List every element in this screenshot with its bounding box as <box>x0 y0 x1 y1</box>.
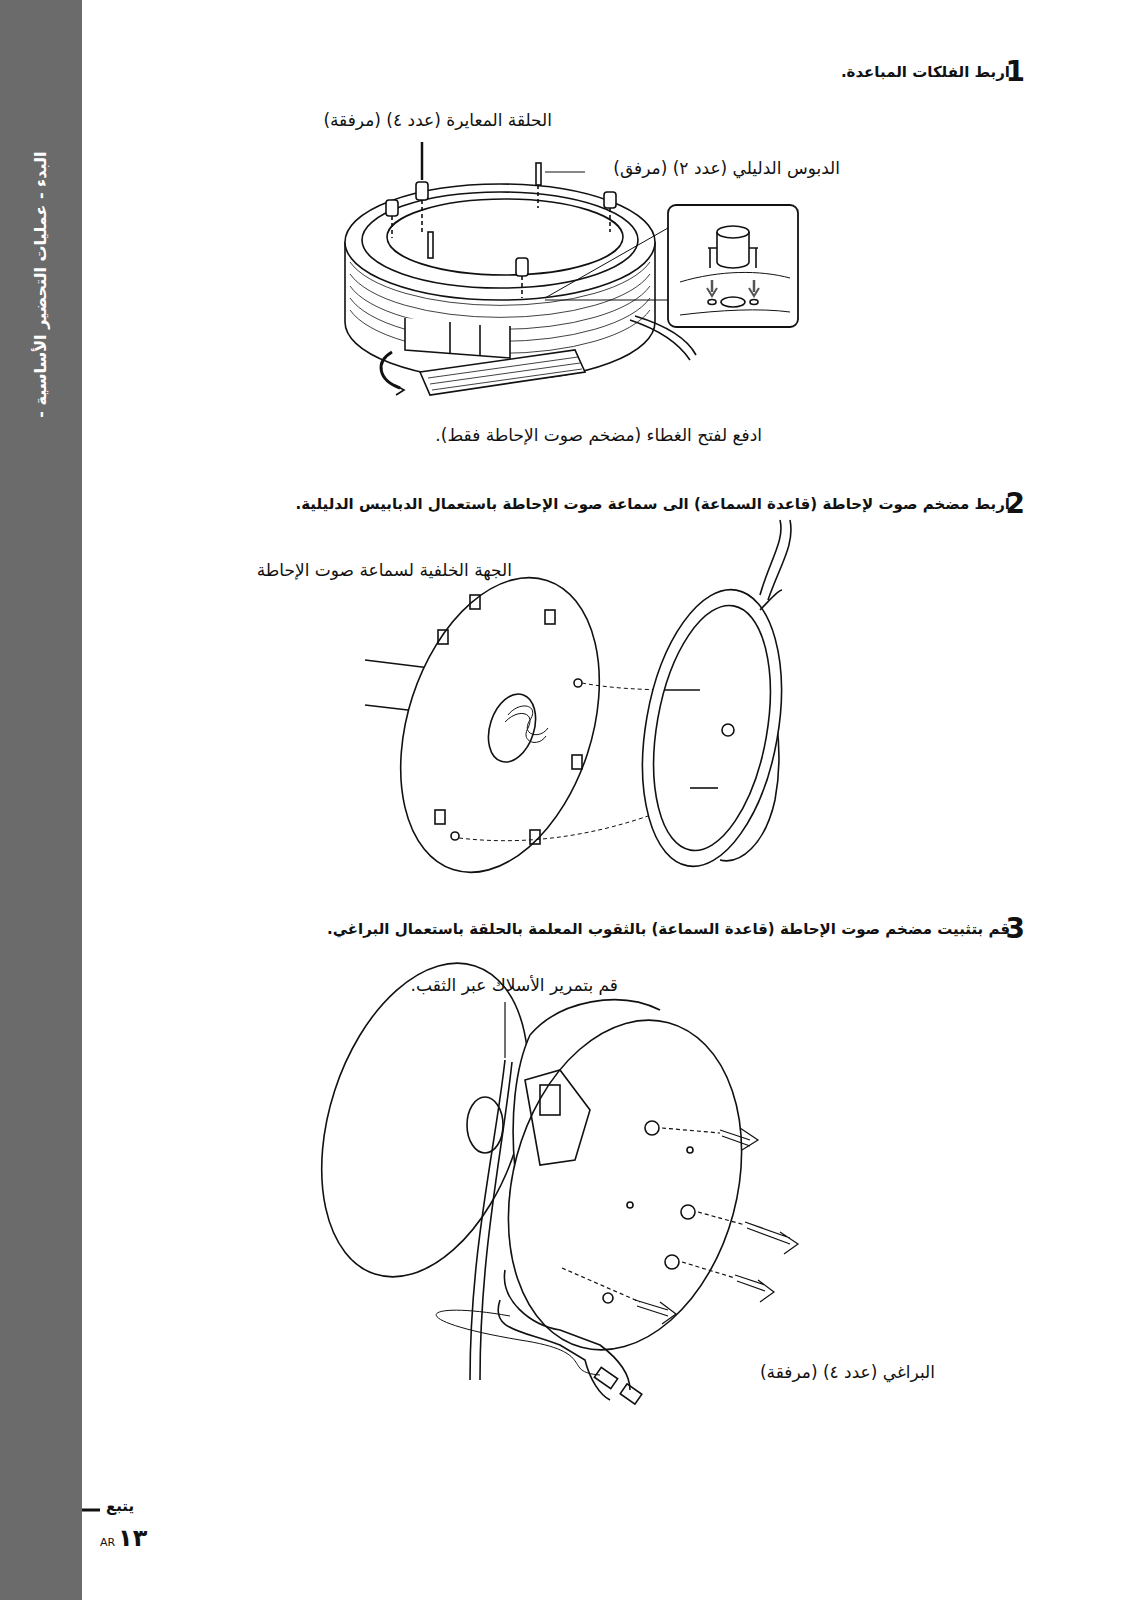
step-heading: اربط مضخم صوت لإحاطة (قاعدة السماعة) الى… <box>296 495 1010 513</box>
continue-note: يتبع <box>106 1497 134 1515</box>
page-prefix: AR <box>100 1536 115 1549</box>
note-text: ادفع لفتح الغطاء (مضخم صوت الإحاطة فقط). <box>435 425 762 445</box>
part-label: الدبوس الدليلي (عدد ٢) (مرفق) <box>613 158 840 178</box>
figure-step-3 <box>285 937 798 1405</box>
section-tab: البدء - عمليات التحضير الأساسية - <box>30 152 49 418</box>
page-number: ١٣ <box>118 1524 147 1553</box>
continue-bar <box>82 1509 100 1512</box>
part-label: البراغي (عدد ٤) (مرفقة) <box>760 1362 935 1382</box>
part-label: الجهة الخلفية لسماعة صوت الإحاطة <box>257 560 512 580</box>
note-text: قم بتمرير الأسلاك عبر الثقب. <box>411 975 618 995</box>
part-label: الحلقة المعايرة (عدد ٤) (مرفقة) <box>323 110 552 130</box>
figure-step-1 <box>345 142 798 395</box>
side-band <box>0 0 82 1600</box>
step-heading: قم بتثبيت مضخم صوت الإحاطة (قاعدة السماع… <box>327 920 1010 938</box>
step-heading: اربط الفلكات المباعدة. <box>841 63 1010 81</box>
